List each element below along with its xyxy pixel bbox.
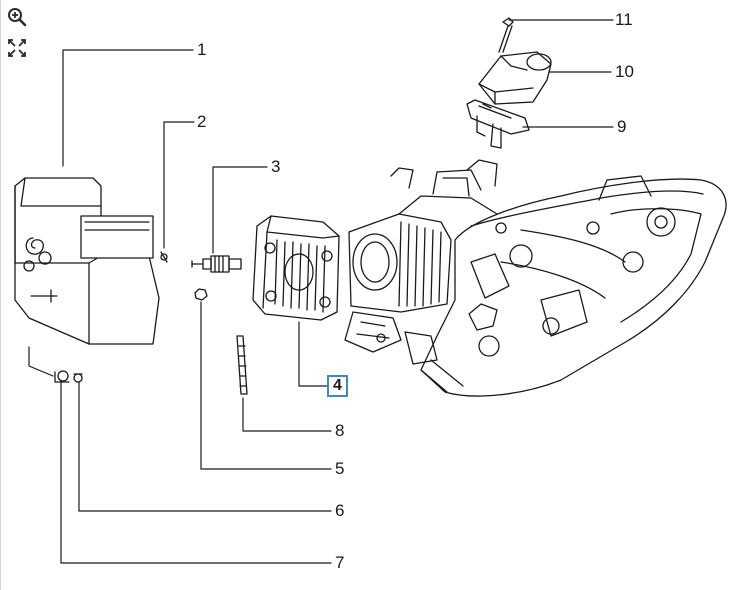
engine-crankcase	[344, 159, 727, 397]
part-10-intake-manifold[interactable]	[478, 51, 552, 105]
part-1-cooling-hood[interactable]	[14, 177, 160, 345]
callout-6[interactable]: 6	[335, 501, 345, 520]
callout-1[interactable]: 1	[197, 40, 207, 59]
callout-10[interactable]: 10	[615, 62, 634, 81]
callout-9[interactable]: 9	[617, 117, 627, 136]
callout-2[interactable]: 2	[197, 112, 207, 131]
part-2-screw[interactable]	[160, 251, 168, 263]
zoom-in-button[interactable]	[4, 4, 30, 30]
callout-7[interactable]: 7	[335, 553, 345, 572]
part-5-nut[interactable]	[194, 288, 208, 301]
callout-8[interactable]: 8	[335, 421, 345, 440]
callout-3[interactable]: 3	[271, 157, 281, 176]
part-4-cylinder-head[interactable]	[252, 215, 340, 321]
part-6-7-fittings[interactable]	[54, 370, 83, 383]
zoom-in-icon	[8, 8, 27, 27]
fit-to-screen-icon	[8, 39, 26, 57]
part-11-bolt[interactable]	[498, 17, 514, 53]
leader-lines	[28, 19, 614, 564]
fit-to-screen-button[interactable]	[4, 35, 30, 61]
callout-11[interactable]: 11	[615, 10, 633, 29]
callout-5[interactable]: 5	[335, 459, 345, 478]
callout-4-selected[interactable]: 4	[327, 375, 348, 397]
part-9-intake-flange[interactable]	[466, 99, 530, 149]
part-8-gasket[interactable]	[236, 335, 248, 395]
part-3-spark-plug[interactable]	[191, 255, 242, 273]
